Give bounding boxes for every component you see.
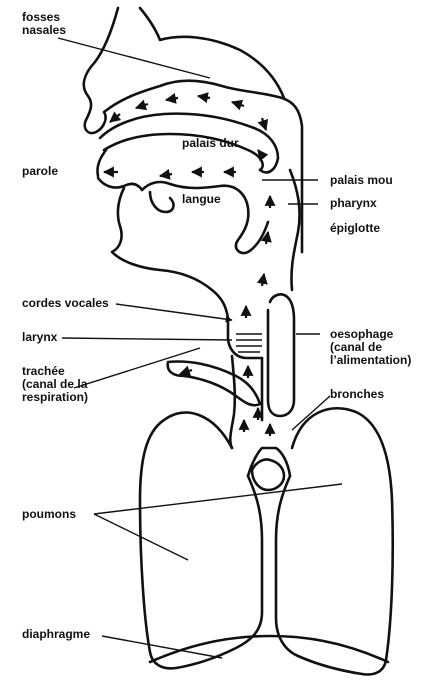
oesophagus xyxy=(268,294,294,416)
label-epiglotte: épiglotte xyxy=(330,222,380,235)
leader-bronches xyxy=(292,396,330,430)
leader-cordes-vocales xyxy=(116,304,232,320)
label-larynx: larynx xyxy=(22,331,57,344)
leader-lines xyxy=(58,38,342,658)
label-palais-dur: palais dur xyxy=(182,137,239,150)
mediastinum xyxy=(252,459,284,490)
trachea-tube xyxy=(168,362,260,406)
label-poumons: poumons xyxy=(22,508,76,521)
label-trachee: trachée (canal de la respiration) xyxy=(22,365,88,404)
leader-fosses-nasales xyxy=(58,38,210,78)
label-diaphragme: diaphragme xyxy=(22,628,90,641)
label-bronches: bronches xyxy=(330,388,384,401)
right-lung xyxy=(276,408,393,674)
leader-diaphragme xyxy=(102,636,222,658)
label-pharynx: pharynx xyxy=(330,197,377,210)
larynx-left xyxy=(228,340,262,358)
leader-poumons-b xyxy=(94,484,342,514)
trachea-left xyxy=(230,356,235,448)
diaphragm-line xyxy=(150,636,388,662)
left-lung xyxy=(140,413,262,669)
label-oesophage: oesophage (canal de l’alimentation) xyxy=(330,328,411,367)
leader-trachee xyxy=(74,348,200,388)
head-outline xyxy=(84,8,302,252)
vocal-cord-hatching xyxy=(236,334,262,352)
label-palais-mou: palais mou xyxy=(330,174,393,187)
tongue-tip xyxy=(150,192,173,212)
label-cordes-vocales: cordes vocales xyxy=(22,297,109,310)
leader-larynx xyxy=(62,338,232,340)
pharynx-wall xyxy=(290,170,300,290)
lower-lip xyxy=(98,178,142,190)
label-parole: parole xyxy=(22,165,58,178)
label-fosses-nasales: fosses nasales xyxy=(22,11,66,37)
label-langue: langue xyxy=(182,193,221,206)
